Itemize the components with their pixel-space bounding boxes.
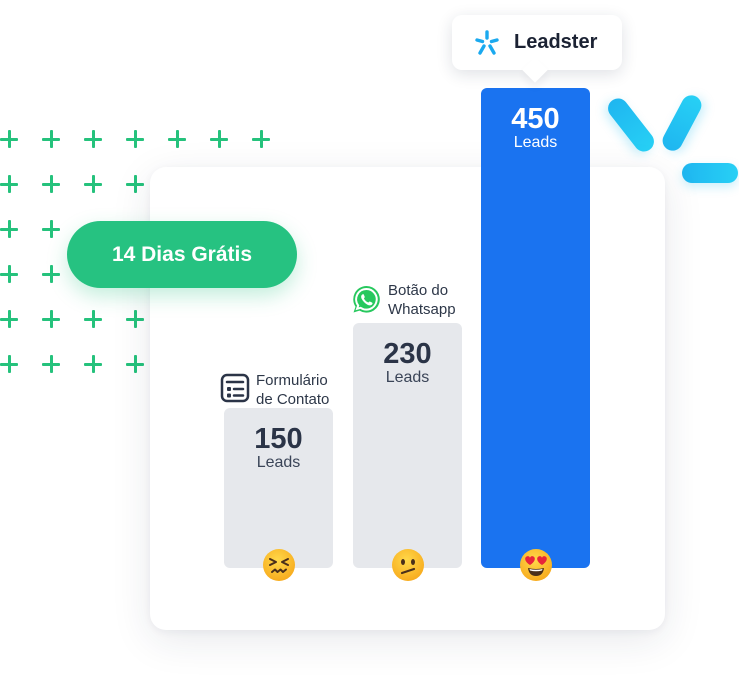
brand-name: Leadster xyxy=(514,31,598,53)
plus-decoration xyxy=(42,265,60,283)
plus-decoration xyxy=(210,130,228,148)
leadster-callout: Leadster xyxy=(452,15,622,70)
plus-decoration xyxy=(84,355,102,373)
plus-decoration xyxy=(126,130,144,148)
confounded-face-emoji xyxy=(263,549,295,581)
plus-decoration xyxy=(0,310,18,328)
plus-decoration xyxy=(84,175,102,193)
bar-value-label: 450 xyxy=(511,103,560,135)
bar-whatsapp: 230 Leads xyxy=(353,323,462,568)
bar-unit-label: Leads xyxy=(513,134,558,151)
sparkle-stroke-decoration xyxy=(604,94,658,156)
free-trial-badge[interactable]: 14 Dias Grátis xyxy=(67,221,297,288)
category-label-line: Formulário xyxy=(256,372,328,389)
plus-decoration xyxy=(126,355,144,373)
plus-decoration xyxy=(126,175,144,193)
sparkle-stroke-decoration xyxy=(682,163,738,183)
plus-decoration xyxy=(42,130,60,148)
whatsapp-icon xyxy=(353,286,380,313)
confused-face-emoji xyxy=(392,549,424,581)
plus-decoration xyxy=(252,130,270,148)
plus-decoration xyxy=(168,130,186,148)
category-label-formulario: Formulário de Contato xyxy=(256,371,329,409)
bar-unit-label: Leads xyxy=(256,454,301,471)
category-label-line: Whatsapp xyxy=(388,301,456,318)
plus-decoration xyxy=(42,175,60,193)
bar-value-label: 150 xyxy=(254,423,303,455)
category-label-line: Botão do xyxy=(388,282,449,299)
plus-decoration xyxy=(0,265,18,283)
plus-decoration xyxy=(84,130,102,148)
plus-decoration xyxy=(42,220,60,238)
bar-formulario: 150 Leads xyxy=(224,408,333,568)
plus-decoration xyxy=(0,175,18,193)
bar-unit-label: Leads xyxy=(385,369,430,386)
leadster-logo-icon xyxy=(475,30,499,55)
category-label-whatsapp: Botão do Whatsapp xyxy=(388,281,456,319)
free-trial-label: 14 Dias Grátis xyxy=(111,242,253,266)
plus-decoration xyxy=(0,355,18,373)
bar-leadster: 450 Leads xyxy=(481,88,590,568)
plus-decoration xyxy=(126,310,144,328)
heart-eyes-emoji xyxy=(520,549,552,581)
sparkle-stroke-decoration xyxy=(659,91,705,155)
plus-decoration xyxy=(42,355,60,373)
form-icon xyxy=(220,373,250,403)
plus-decoration xyxy=(84,310,102,328)
plus-decoration xyxy=(42,310,60,328)
category-label-line: de Contato xyxy=(256,391,330,408)
plus-decoration xyxy=(0,130,18,148)
plus-decoration xyxy=(0,220,18,238)
bar-value-label: 230 xyxy=(383,338,432,370)
